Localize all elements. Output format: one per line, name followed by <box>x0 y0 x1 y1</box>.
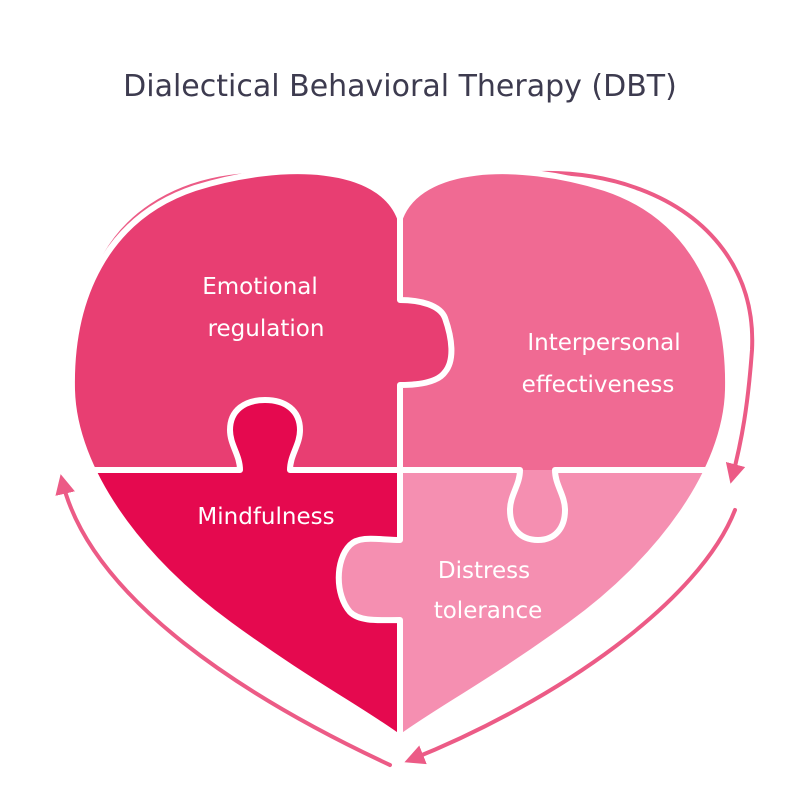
arrow-left <box>55 474 392 767</box>
label-interpersonal-line2: effectiveness <box>522 372 675 398</box>
label-mindfulness: Mindfulness <box>197 504 334 530</box>
heart-outline <box>68 168 732 742</box>
heart-puzzle <box>71 171 729 738</box>
label-emotional-regulation-line1: Emotional <box>202 274 318 300</box>
label-interpersonal-line1: Interpersonal <box>527 330 680 356</box>
puzzle-piece-emotional-regulation <box>71 171 452 470</box>
label-emotional-regulation-line2: regulation <box>208 316 325 342</box>
puzzle-seams <box>71 171 729 738</box>
puzzle-piece-interpersonal-effectiveness <box>400 171 729 540</box>
label-distress-line1: Distress <box>438 558 530 584</box>
diagram-title: Dialectical Behavioral Therapy (DBT) <box>123 69 677 104</box>
label-distress-line2: tolerance <box>434 598 543 624</box>
arrow-bottom <box>404 508 737 765</box>
